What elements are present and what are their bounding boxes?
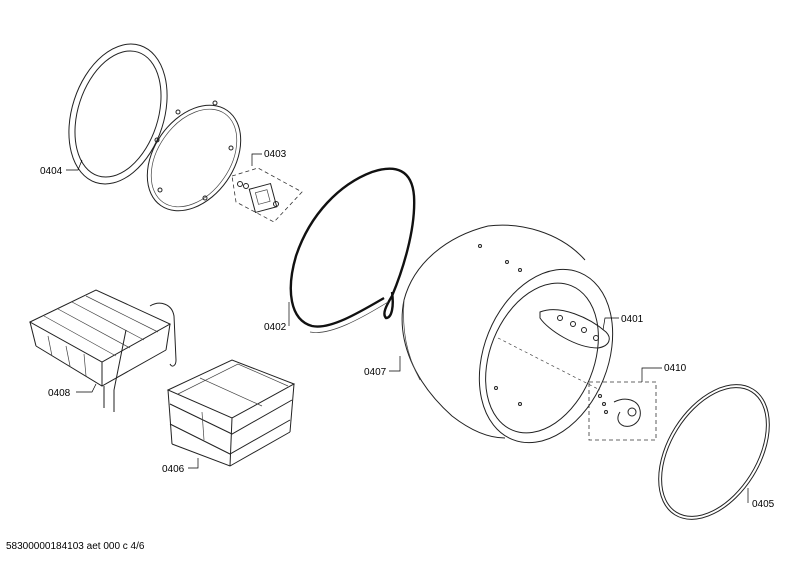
retaining-ring xyxy=(146,100,242,212)
label-0405: 0405 xyxy=(752,499,775,510)
bracket-assembly-0403 xyxy=(231,167,303,223)
label-0404: 0404 xyxy=(40,166,63,177)
label-0410: 0410 xyxy=(664,363,687,374)
label-0403: 0403 xyxy=(264,149,287,160)
label-0402: 0402 xyxy=(264,322,287,333)
label-0407: 0407 xyxy=(364,367,387,378)
drying-rack-0408 xyxy=(28,289,177,412)
drum-baffle-0401 xyxy=(539,309,610,349)
label-0401: 0401 xyxy=(621,314,644,325)
leader-lines xyxy=(66,153,749,503)
gasket-ring-0404 xyxy=(68,43,168,185)
document-code: 58300000184103 aet 000 c 4/6 xyxy=(6,541,145,552)
drum-0407 xyxy=(401,224,614,444)
label-0408: 0408 xyxy=(48,388,71,399)
rear-gasket-0405 xyxy=(658,384,770,520)
label-0406: 0406 xyxy=(162,464,185,475)
bearing-assembly-0410 xyxy=(588,381,657,441)
shoe-rack-0406 xyxy=(166,359,296,467)
part-labels: 0404 0403 0402 0407 0401 0410 0405 0408 … xyxy=(40,149,775,510)
drive-belt-0402 xyxy=(289,167,416,333)
